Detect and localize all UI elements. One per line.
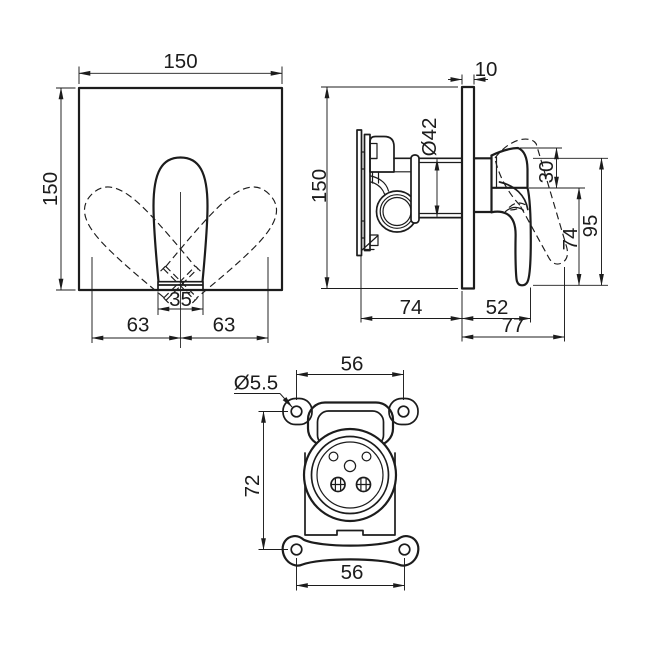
- side-view: 10 150 Ø42 30 74 95 74 52 77: [308, 58, 608, 342]
- screw-hole-top-right: [397, 405, 410, 418]
- bottom-bracket: [281, 534, 420, 567]
- bottom-dimensions: Ø5.5 56 72 56: [234, 353, 406, 591]
- side-handle-stem: [472, 157, 493, 214]
- side-sleeve-diameter-dim: Ø42: [418, 118, 441, 157]
- side-overall-projection-dim: 77: [502, 314, 525, 337]
- side-rough-in-depth-dim: 74: [400, 296, 423, 319]
- front-swing-right-dim: 63: [213, 314, 236, 337]
- bottom-top-ears: [282, 397, 419, 426]
- front-height-dim: 150: [39, 172, 62, 206]
- screw-hole-bottom-left: [290, 543, 303, 556]
- front-handle-base-dim: 35: [169, 288, 192, 311]
- front-handle-phantom-right: [159, 186, 278, 304]
- side-handle-projection-dim: 52: [486, 296, 509, 319]
- side-overall-height-dim: 95: [579, 215, 602, 238]
- bottom-bottom-span-dim: 56: [341, 561, 364, 584]
- side-plate-thickness-dim: 10: [475, 58, 498, 81]
- hole-diameter-leader: [279, 393, 293, 408]
- screw-hole-top-left: [290, 405, 303, 418]
- bottom-screw-left: [330, 476, 346, 493]
- bottom-valve-body: [302, 427, 398, 523]
- side-handle-length-dim: 74: [559, 228, 582, 251]
- bottom-screw-right: [355, 476, 372, 493]
- front-swing-left-dim: 63: [127, 314, 150, 337]
- side-handle-head-dim: 30: [535, 161, 558, 184]
- side-valve-body: [356, 129, 463, 257]
- bottom-top-span-dim: 56: [341, 353, 364, 376]
- side-sleeve-flange: [410, 154, 420, 224]
- bottom-hole-diameter-dim: Ø5.5: [234, 372, 278, 395]
- side-height-dim: 150: [308, 169, 331, 203]
- screw-hole-bottom-right: [398, 543, 411, 556]
- bottom-housing: [304, 452, 396, 536]
- front-view: 150 150 35 63 63: [39, 50, 284, 348]
- bottom-vertical-span-dim: 72: [241, 475, 264, 498]
- side-plate-outline: [460, 85, 476, 290]
- front-dimensions: 150 150 35 63 63: [39, 50, 283, 343]
- front-width-dim: 150: [163, 50, 197, 73]
- bottom-view: Ø5.5 56 72 56: [234, 353, 420, 591]
- side-handle: [490, 146, 532, 287]
- front-handle: [152, 156, 209, 291]
- side-dimensions: 10 150 Ø42 30 74 95 74 52 77: [308, 58, 608, 342]
